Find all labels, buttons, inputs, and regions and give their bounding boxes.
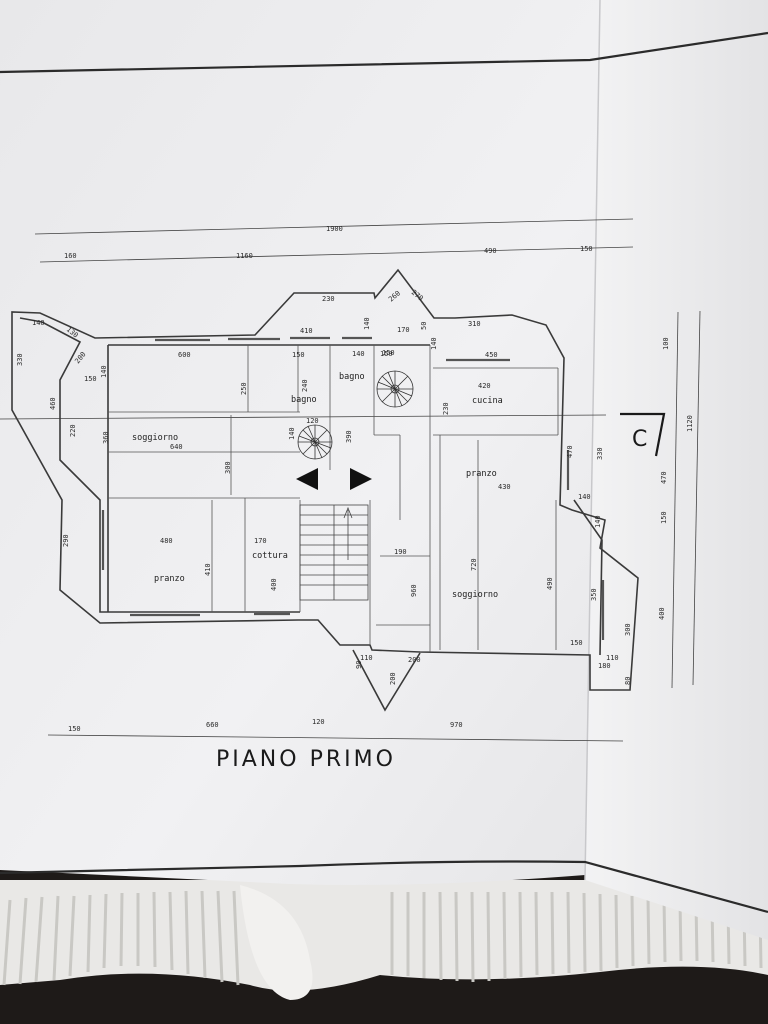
paper-fold [585,0,768,940]
svg-text:80: 80 [624,677,632,685]
svg-text:180: 180 [598,662,611,670]
room-label-soggiorno: soggiorno [452,590,498,600]
room-label-pranzo: pranzo [154,574,185,584]
svg-text:220: 220 [69,424,77,437]
svg-text:140: 140 [363,317,371,330]
svg-text:150: 150 [570,639,583,647]
dimension-texts-misc: 230 260 270 410 140 170 50 310 150 140 1… [16,288,632,685]
svg-text:660: 660 [206,721,219,729]
svg-text:150: 150 [380,350,393,358]
svg-text:160: 160 [64,252,77,260]
svg-text:150: 150 [68,725,81,733]
svg-text:120: 120 [306,417,319,425]
svg-text:350: 350 [590,588,598,601]
room-label-bagno: bagno [339,372,365,382]
svg-text:390: 390 [345,430,353,443]
svg-text:290: 290 [62,534,70,547]
svg-text:960: 960 [410,584,418,597]
svg-text:490: 490 [484,247,497,255]
interior-partitions [108,345,559,652]
svg-text:140: 140 [288,427,296,440]
svg-text:140: 140 [430,337,438,350]
svg-text:300: 300 [224,461,232,474]
svg-text:480: 480 [160,537,173,545]
dimension-texts-top: 1900 160 1160 490 150 [64,225,593,260]
svg-text:150: 150 [84,375,97,383]
svg-text:90: 90 [355,661,363,669]
paper-sheet [0,0,600,885]
svg-text:170: 170 [397,326,410,334]
svg-text:640: 640 [170,443,183,451]
svg-text:970: 970 [450,721,463,729]
svg-text:1120: 1120 [686,415,694,432]
sheet-title: PIANO PRIMO [216,747,396,772]
sheet-border [0,31,768,914]
svg-text:360: 360 [102,431,110,444]
svg-text:1900: 1900 [326,225,343,233]
svg-text:330: 330 [596,447,604,460]
svg-text:720: 720 [470,558,478,571]
svg-text:600: 600 [178,351,191,359]
svg-text:300: 300 [624,623,632,636]
svg-text:460: 460 [49,397,57,410]
svg-text:140: 140 [594,515,602,528]
svg-text:140: 140 [578,493,591,501]
svg-text:200: 200 [408,656,421,664]
svg-text:470: 470 [660,471,668,484]
room-label-soggiorno: soggiorno [132,433,178,443]
svg-text:410: 410 [204,563,212,576]
svg-text:140: 140 [352,350,365,358]
svg-text:140: 140 [32,319,45,327]
svg-text:230: 230 [442,402,450,415]
svg-text:150: 150 [292,351,305,359]
svg-text:410: 410 [300,327,313,335]
svg-text:110: 110 [606,654,619,662]
svg-text:430: 430 [498,483,511,491]
svg-text:150: 150 [382,349,395,357]
svg-text:140: 140 [100,365,108,378]
svg-text:310: 310 [468,320,481,328]
building-walls [11,268,639,712]
svg-text:200: 200 [389,672,397,685]
svg-text:400: 400 [270,578,278,591]
room-labels: soggiorno bagno bagno cucina pranzo cott… [132,372,503,600]
dimension-texts-bottom: 150 660 120 970 [68,718,463,733]
svg-text:150: 150 [580,245,593,253]
svg-text:400: 400 [658,607,666,620]
svg-text:170: 170 [254,537,267,545]
spiral-staircase-icon [376,370,414,408]
svg-text:420: 420 [478,382,491,390]
svg-text:450: 450 [485,351,498,359]
svg-text:150: 150 [660,511,668,524]
spiral-staircase-icon [297,424,333,460]
svg-text:490: 490 [546,577,554,590]
svg-text:120: 120 [312,718,325,726]
svg-text:190: 190 [394,548,407,556]
window-marks [101,336,605,640]
section-marker-c: C [620,412,666,457]
room-label-cottura: cottura [252,551,288,561]
room-label-bagno: bagno [291,395,317,405]
svg-text:240: 240 [301,379,309,392]
svg-text:C: C [632,427,647,452]
svg-text:110: 110 [360,654,373,662]
dimension-lines [0,218,701,742]
svg-text:250: 250 [240,382,248,395]
svg-text:1160: 1160 [236,252,253,260]
svg-text:330: 330 [16,353,24,366]
svg-text:230: 230 [322,295,335,303]
room-label-pranzo: pranzo [466,469,497,479]
svg-text:50: 50 [420,322,428,330]
room-label-cucina: cucina [472,396,503,406]
svg-text:100: 100 [662,337,670,350]
svg-text:470: 470 [566,445,574,458]
direction-arrows-icon [296,468,372,490]
dimension-texts-right: 1120 100 470 150 400 [658,337,694,620]
staircase [299,504,369,601]
